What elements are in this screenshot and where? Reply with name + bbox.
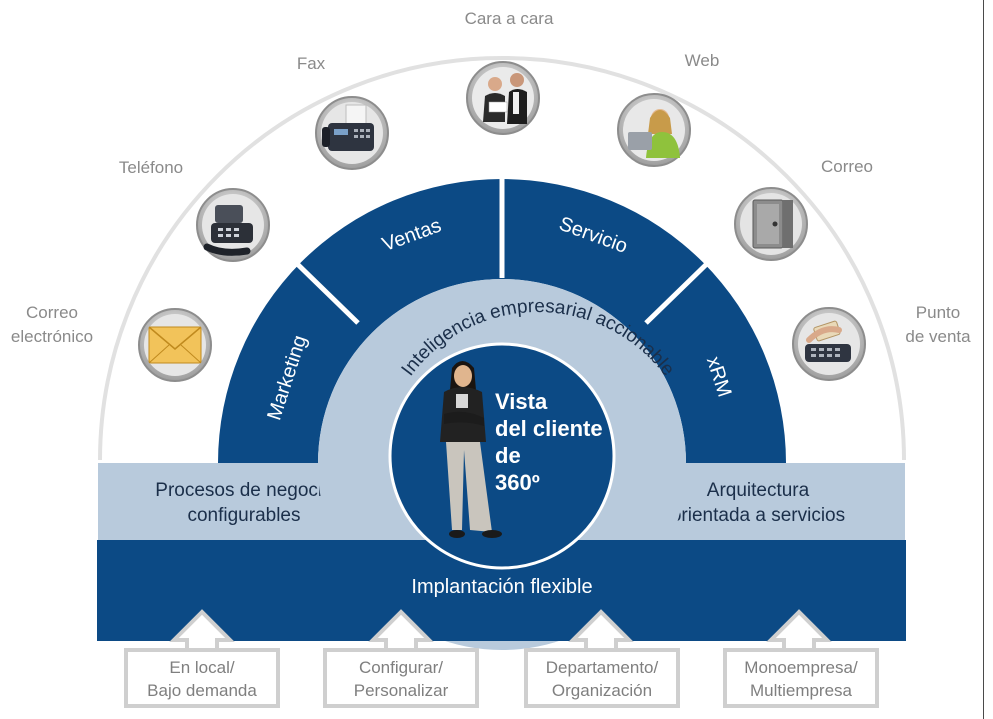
option-label-configurar: Configurar/Personalizar — [354, 658, 449, 700]
channel-label-telefono: Teléfono — [119, 158, 183, 177]
meeting-people-icon — [466, 61, 540, 135]
right-border — [983, 0, 984, 719]
option-box — [524, 648, 680, 708]
envelope-icon — [138, 308, 212, 382]
business-woman-photo — [440, 361, 502, 538]
channel-icons — [138, 61, 866, 382]
option-boxes — [124, 648, 879, 708]
option-labels: En local/Bajo demanda Configurar/Persona… — [147, 658, 858, 700]
channel-arc — [98, 56, 906, 461]
fax-machine-icon — [315, 96, 389, 170]
channel-label-fax: Fax — [297, 54, 326, 73]
option-label-monoempresa: Monoempresa/Multiempresa — [744, 658, 858, 700]
option-box — [723, 648, 879, 708]
segment-dividers — [285, 160, 719, 325]
woman-at-computer-icon — [617, 93, 691, 167]
channel-label-correo: Correo — [821, 157, 873, 176]
option-box — [124, 648, 280, 708]
telephone-icon — [196, 188, 270, 262]
card-terminal-icon — [792, 307, 866, 381]
mailbox-icon — [734, 187, 808, 261]
option-label-departamento: Departamento/Organización — [546, 658, 659, 700]
option-box — [323, 648, 479, 708]
channel-label-cara-a-cara: Cara a cara — [465, 9, 554, 28]
base-label: Implantación flexible — [411, 576, 592, 598]
channel-label-web: Web — [685, 51, 720, 70]
option-label-en-local: En local/Bajo demanda — [147, 658, 257, 700]
segments-ring — [218, 179, 786, 463]
